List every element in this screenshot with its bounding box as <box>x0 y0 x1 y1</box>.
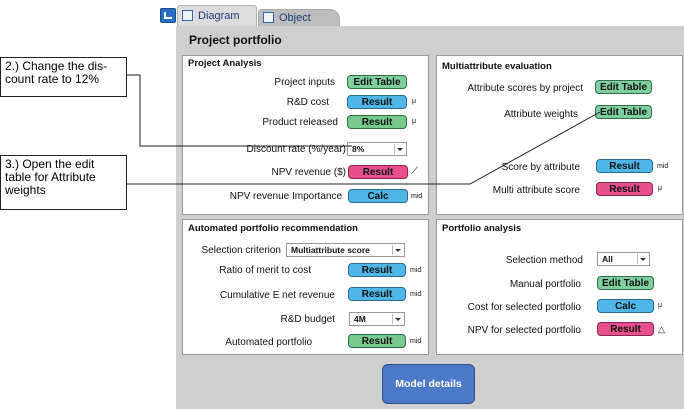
back-button[interactable] <box>160 8 176 23</box>
ratio-merit-result-button[interactable]: Result <box>348 263 406 277</box>
tab-object-label: Object <box>279 12 311 24</box>
project-inputs-edit-button[interactable]: Edit Table <box>347 75 407 89</box>
connector-line-step2 <box>127 74 352 147</box>
multi-attribute-score-result-button[interactable]: Result <box>596 182 653 196</box>
tab-diagram-label: Diagram <box>198 10 240 22</box>
cost-selected-calc-button[interactable]: Calc <box>597 299 654 313</box>
cumulative-result-button[interactable]: Result <box>348 287 406 301</box>
rd-cost-result-button[interactable]: Result <box>347 95 407 109</box>
automated-portfolio-unit-icon: mid <box>410 338 422 345</box>
manual-portfolio-label: Manual portfolio <box>509 279 581 290</box>
rd-budget-label: R&D budget <box>280 314 335 325</box>
rd-budget-value: 4M <box>354 314 366 324</box>
project-analysis-title: Project Analysis <box>188 58 262 69</box>
selection-criterion-value: Multiattribute score <box>291 245 370 255</box>
product-released-unit-icon: μ <box>412 118 417 125</box>
selection-criterion-select[interactable]: Multiattribute score <box>286 243 405 257</box>
cost-selected-unit-icon: μ <box>658 302 663 309</box>
automated-portfolio-label: Automated portfolio <box>225 337 312 348</box>
score-by-attribute-unit-icon: mid <box>657 163 669 170</box>
discount-rate-select[interactable]: 8% <box>347 142 407 156</box>
multi-attribute-score-label: Multi attribute score <box>492 185 580 196</box>
discount-rate-label: Discount rate (%/year) <box>246 144 346 155</box>
rd-cost-label: R&D cost <box>286 97 329 108</box>
npv-selected-label: NPV for selected portfolio <box>467 325 581 336</box>
npv-importance-calc-button[interactable]: Calc <box>348 189 408 203</box>
connector-line-step3 <box>127 111 601 185</box>
score-by-attribute-result-button[interactable]: Result <box>596 159 653 173</box>
cumulative-unit-icon: mid <box>410 291 422 298</box>
selection-method-label: Selection method <box>505 255 583 266</box>
object-icon <box>263 12 274 23</box>
npv-importance-unit-icon: mid <box>411 193 423 200</box>
npv-revenue-result-button[interactable]: Result <box>348 165 408 179</box>
automated-title: Automated portfolio recommendation <box>188 223 358 234</box>
npv-revenue-label: NPV revenue ($) <box>271 167 346 178</box>
selection-method-value: All <box>602 254 613 264</box>
tab-diagram[interactable]: Diagram <box>177 5 257 26</box>
chevron-down-icon <box>394 144 405 154</box>
page-title: Project portfolio <box>189 33 282 47</box>
attribute-scores-edit-button[interactable]: Edit Table <box>595 80 652 94</box>
npv-importance-label: NPV revenue Importance <box>229 191 342 202</box>
product-released-result-button[interactable]: Result <box>347 115 407 129</box>
callout-step2: 2.) Change the dis-count rate to 12% <box>0 57 127 97</box>
npv-selected-result-button[interactable]: Result <box>597 322 654 336</box>
attribute-weights-label: Attribute weights <box>504 109 578 120</box>
automated-portfolio-result-button[interactable]: Result <box>348 334 406 348</box>
portfolio-analysis-title: Portfolio analysis <box>442 223 522 234</box>
chevron-down-icon <box>392 245 403 255</box>
ratio-merit-unit-icon: mid <box>410 267 422 274</box>
cost-selected-label: Cost for selected portfolio <box>467 302 581 313</box>
selection-criterion-label: Selection criterion <box>201 245 281 256</box>
rd-budget-select[interactable]: 4M <box>349 312 405 326</box>
rd-cost-unit-icon: μ <box>412 98 417 105</box>
discount-rate-value: 8% <box>352 144 365 154</box>
npv-selected-unit-icon: △ <box>658 324 665 334</box>
product-released-label: Product released <box>262 117 338 128</box>
chevron-down-icon <box>392 314 403 324</box>
multiattribute-title: Multiattribute evaluation <box>442 61 552 72</box>
selection-method-select[interactable]: All <box>597 252 650 266</box>
attribute-scores-label: Attribute scores by project <box>467 83 583 94</box>
attribute-weights-edit-button[interactable]: Edit Table <box>595 105 652 119</box>
manual-portfolio-edit-button[interactable]: Edit Table <box>597 276 654 290</box>
multi-attribute-score-unit-icon: μ <box>658 185 663 192</box>
ratio-merit-label: Ratio of merit to cost <box>219 265 311 276</box>
cumulative-label: Cumulative E net revenue <box>219 290 335 301</box>
callout-step3: 3.) Open the edit table for Attribute we… <box>0 155 127 210</box>
chevron-down-icon <box>637 254 648 264</box>
score-by-attribute-label: Score by attribute <box>501 162 580 173</box>
tab-object[interactable]: Object <box>258 9 340 26</box>
npv-revenue-unit-icon: ⟋ <box>411 166 418 177</box>
project-inputs-label: Project inputs <box>274 77 335 88</box>
model-details-button[interactable]: Model details <box>382 364 475 404</box>
diagram-icon <box>182 10 193 21</box>
